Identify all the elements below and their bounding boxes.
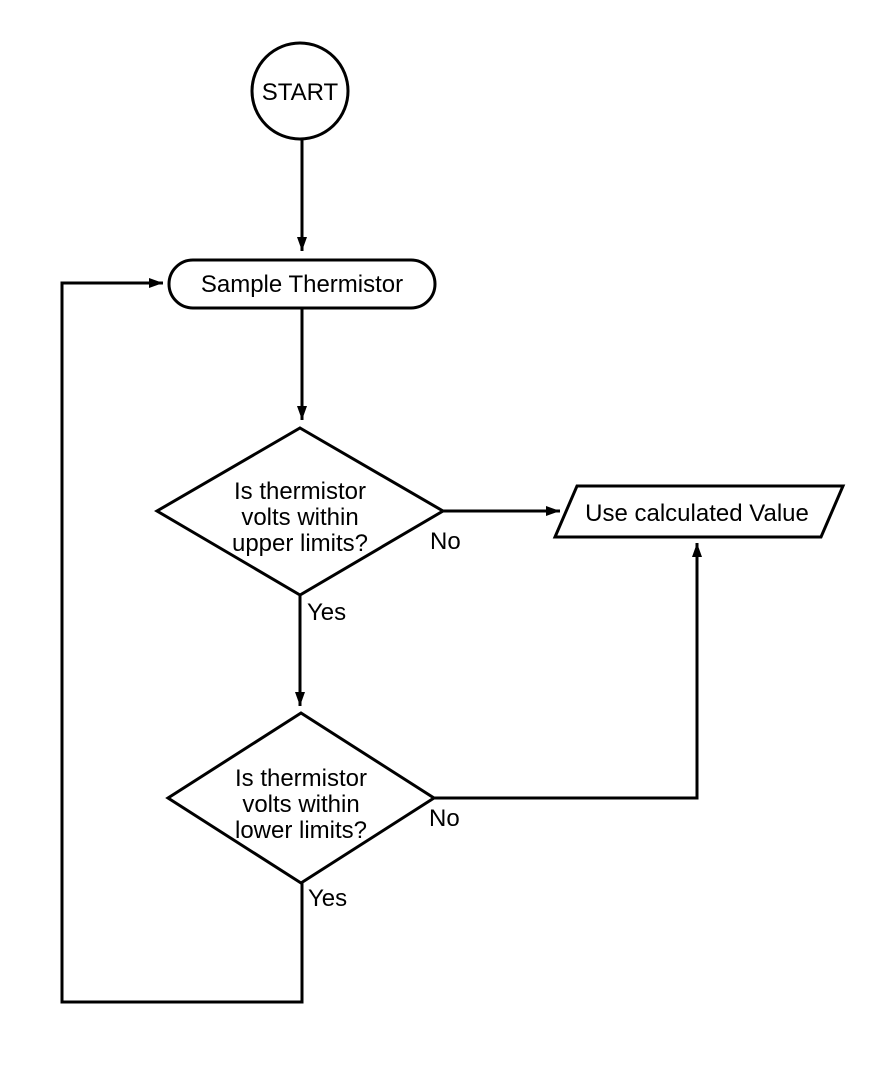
- use-calculated-value-label: Use calculated Value: [585, 500, 809, 527]
- start-label: START: [262, 79, 339, 106]
- edge-label-upper-no: No: [430, 528, 461, 555]
- use-calculated-value-io-shape: [552, 484, 846, 539]
- edge-lower-yes-loop-to-sample: [60, 278, 304, 1004]
- flowchart-nodes: START Sample Thermistor Is thermistor vo…: [154, 41, 846, 885]
- edge-label-upper-yes: Yes: [307, 599, 346, 626]
- lower-limit-decision-line3: lower limits?: [235, 817, 367, 844]
- upper-limit-decision-line1: Is thermistor: [234, 478, 366, 505]
- upper-limit-decision-shape: [154, 426, 446, 597]
- lower-limit-decision-shape: [165, 711, 437, 885]
- upper-limit-decision-line3: upper limits?: [232, 530, 368, 557]
- sample-thermistor-process-shape: [167, 258, 437, 310]
- sample-thermistor-label: Sample Thermistor: [201, 271, 403, 298]
- edge-label-lower-no: No: [429, 805, 460, 832]
- start-terminator-shape: [250, 41, 350, 141]
- edge-label-lower-yes: Yes: [308, 885, 347, 912]
- flowchart-edge-labels: No Yes No Yes: [307, 528, 461, 912]
- lower-limit-decision-line2: volts within: [242, 791, 359, 818]
- lower-limit-decision-line1: Is thermistor: [235, 765, 367, 792]
- edge-lower-no-to-use-value: [434, 543, 702, 800]
- flowchart-edges: [60, 139, 702, 1004]
- upper-limit-decision-line2: volts within: [241, 504, 358, 531]
